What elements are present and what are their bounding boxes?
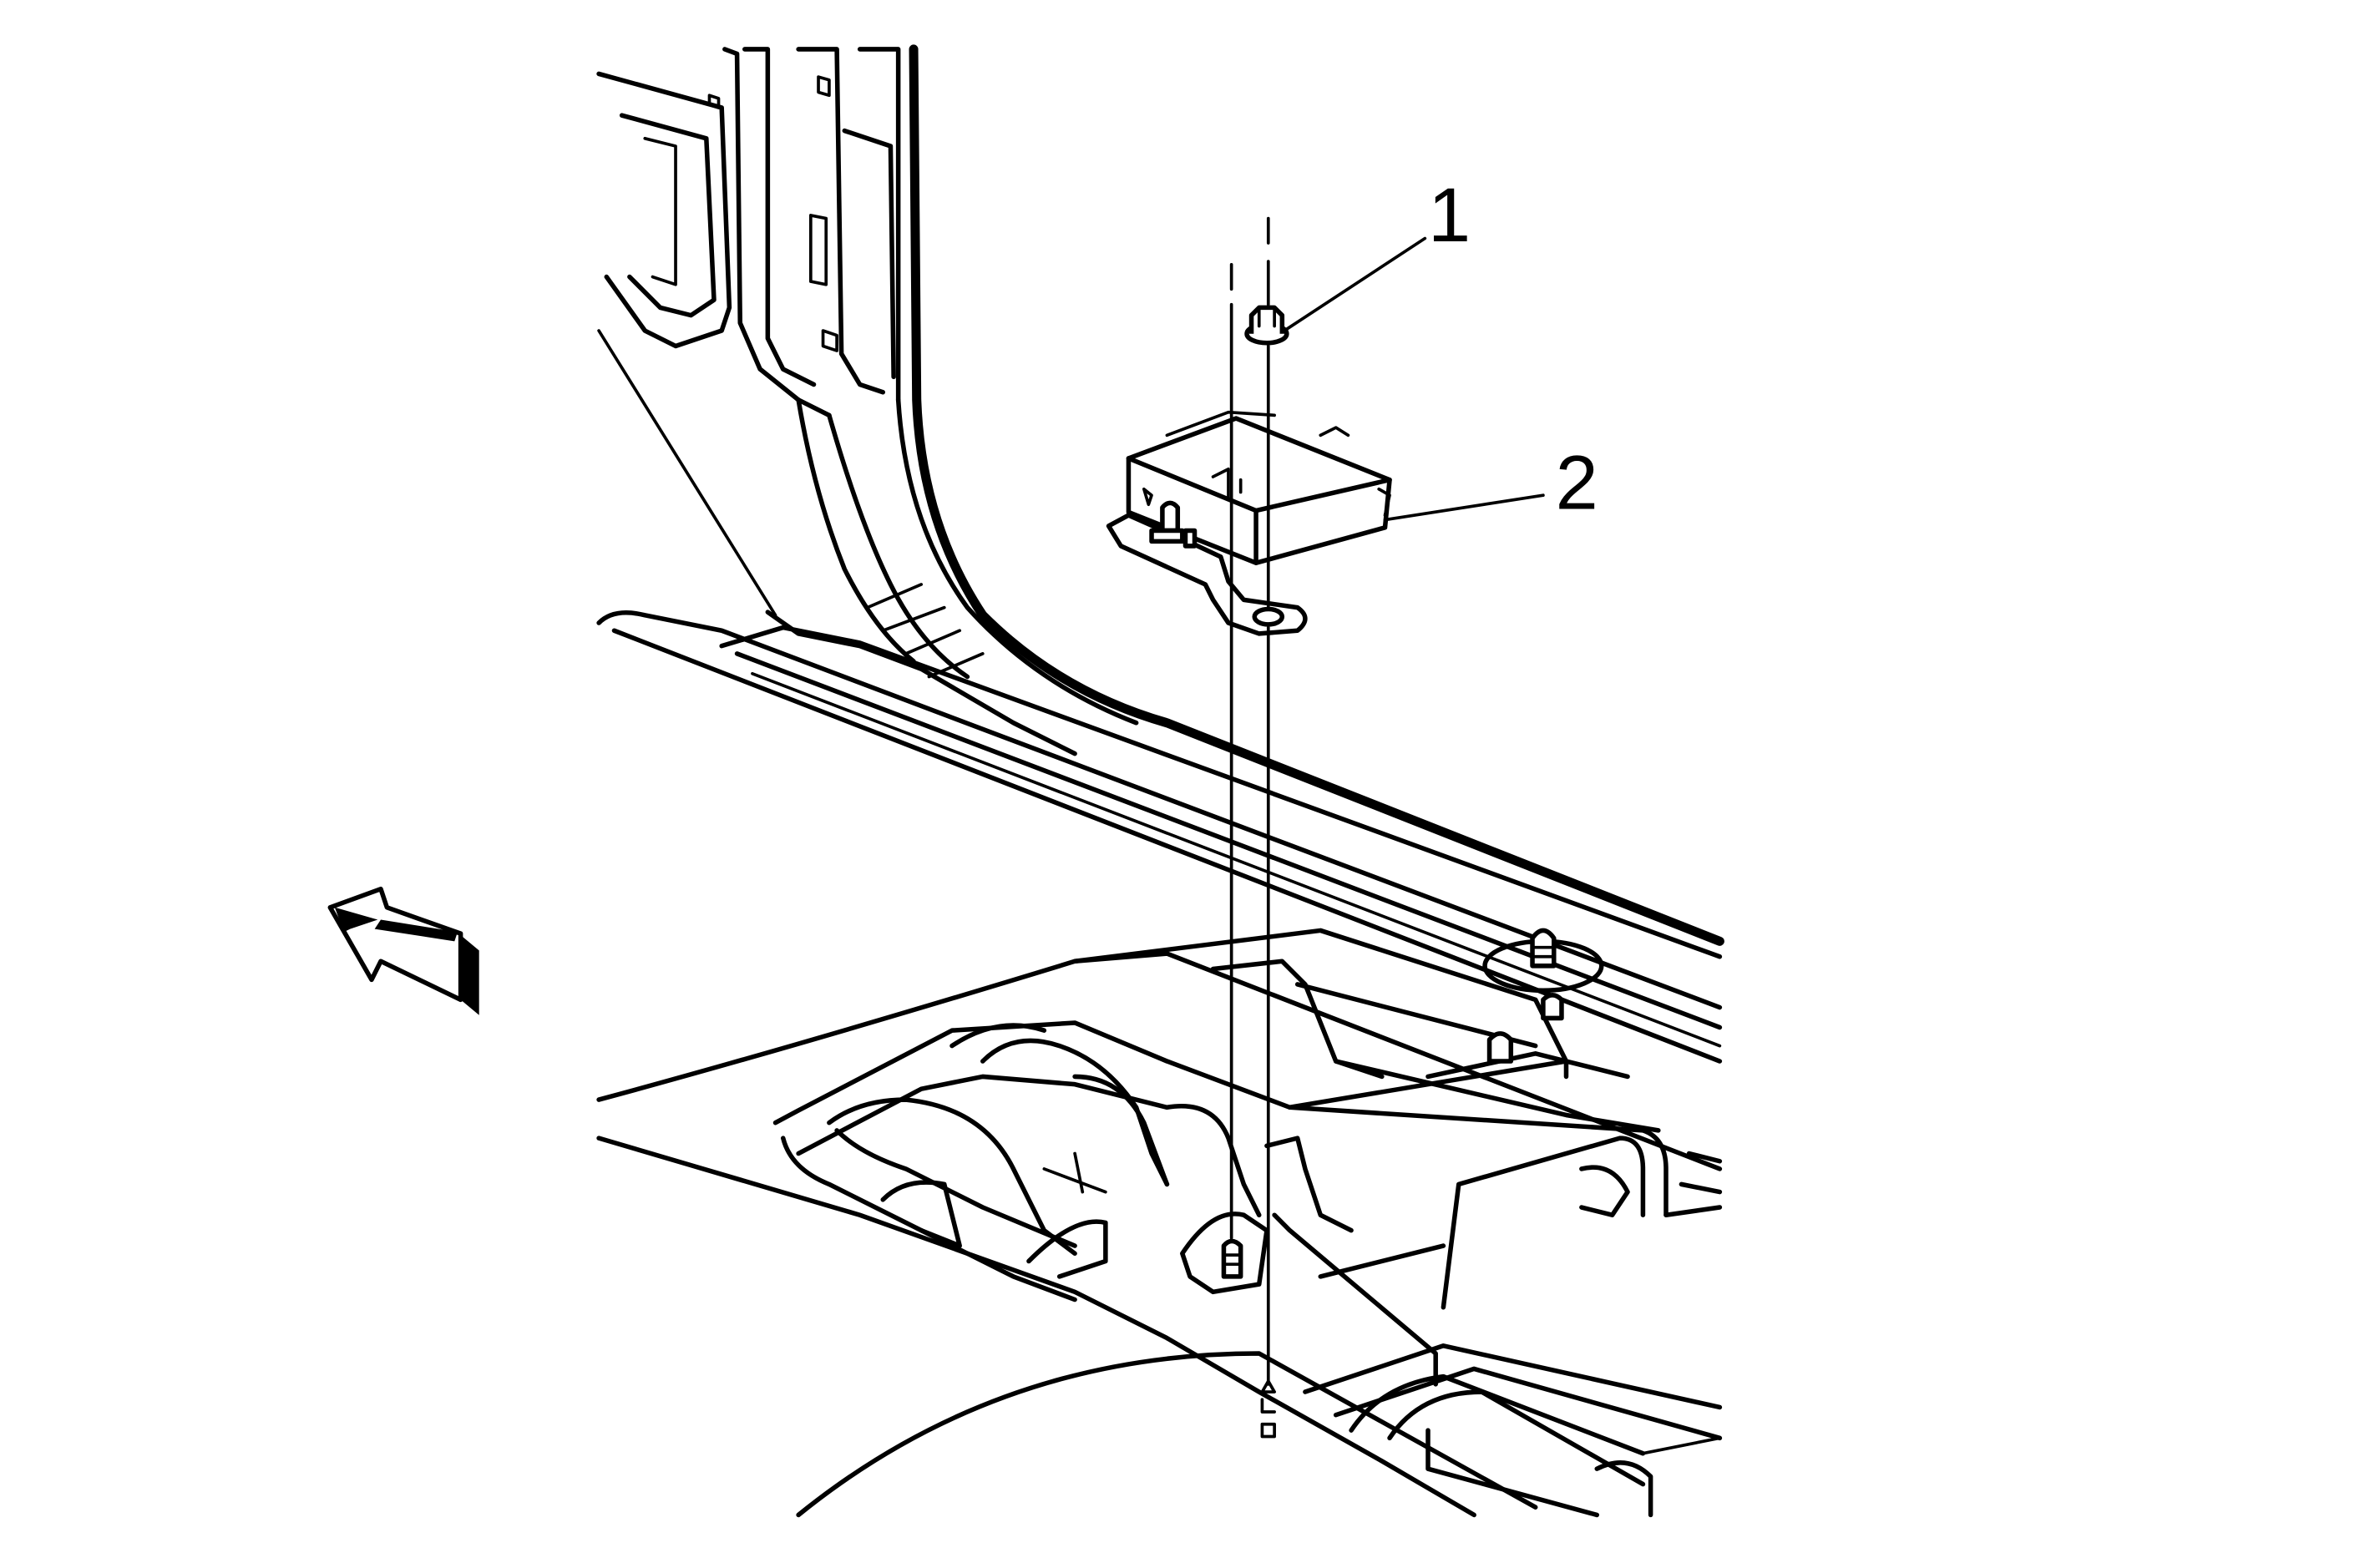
floor-stud-front [1221,1238,1243,1279]
floor-stud-rear [1482,928,1604,994]
callout-1: 1 [1428,173,1471,258]
floor-stud-lower [1260,1379,1276,1439]
nut [1244,305,1289,346]
leader-lines [1285,236,1545,522]
door-pillar [596,44,1724,946]
forward-arrow-icon [327,886,479,1015]
center-tunnel [772,928,1723,1387]
floor-stud-side [1486,993,1564,1064]
floor-pan [596,951,1723,1518]
alignment-lines [1229,216,1270,1386]
sensing-module [1106,410,1392,636]
callout-2: 2 [1556,441,1598,526]
